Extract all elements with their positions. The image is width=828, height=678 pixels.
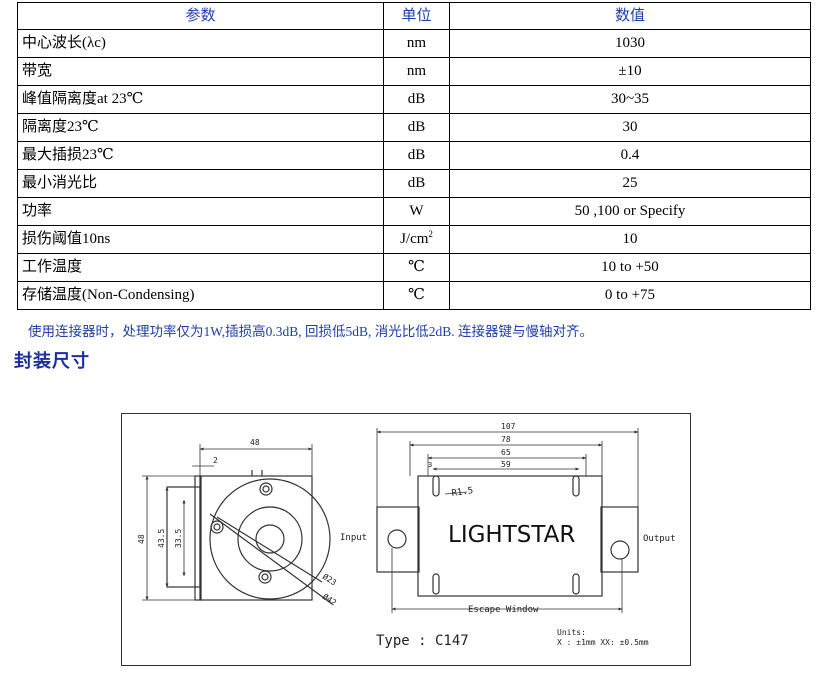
- table-row: 最大插损23℃ dB 0.4: [17, 141, 811, 170]
- package-drawing: 48 2 48 43.5 33.5 Ø23 Ø42: [121, 413, 691, 666]
- unit-cell: nm: [383, 29, 450, 58]
- param-cell: 隔离度23℃: [17, 113, 384, 142]
- output-tab: [600, 506, 639, 573]
- dim-total-label: 107: [501, 422, 516, 431]
- dim-inner-height-label: 43.5: [157, 529, 166, 548]
- screw-hole-inner: [261, 573, 269, 581]
- table-row: 最小消光比 dB 25: [17, 169, 811, 198]
- table-header-row: 参数 单位 数值: [17, 2, 811, 30]
- table-row: 隔离度23℃ dB 30: [17, 113, 811, 142]
- dim-inner-label: 65: [501, 448, 511, 457]
- output-label: Output: [643, 534, 676, 544]
- value-cell: ±10: [449, 57, 811, 86]
- screw-hole: [258, 570, 272, 584]
- connector-note: 使用连接器时，处理功率仅为1W,插损高0.3dB, 回损低5dB, 消光比低2d…: [28, 324, 594, 339]
- unit-cell: W: [383, 197, 450, 226]
- top-view: [376, 475, 639, 597]
- unit-cell: nm: [383, 57, 450, 86]
- param-cell: 最大插损23℃: [17, 141, 384, 170]
- unit-cell: dB: [383, 113, 450, 142]
- screw-hole-inner: [213, 523, 221, 531]
- dim-inner-height2-label: 33.5: [174, 529, 183, 548]
- slot-top-left: [432, 475, 440, 497]
- radius-label: R1.5: [451, 486, 474, 499]
- diameter-large-label: Ø42: [321, 591, 339, 607]
- input-label: Input: [340, 533, 367, 543]
- diameter-small-label: Ø23: [321, 571, 339, 587]
- side-view-dimensions: [142, 444, 313, 601]
- param-cell: 工作温度: [17, 253, 384, 282]
- value-cell: 30~35: [449, 85, 811, 114]
- unit-cell: J/cm2: [383, 225, 450, 254]
- param-cell: 峰值隔离度at 23℃: [17, 85, 384, 114]
- radius-leader: [444, 491, 468, 495]
- header-unit: 单位: [383, 2, 450, 30]
- screw-hole: [259, 482, 273, 496]
- drawing-svg: 48 2 48 43.5 33.5 Ø23 Ø42: [137, 422, 676, 649]
- dim-width-label: 48: [250, 438, 260, 447]
- value-cell: 50 ,100 or Specify: [449, 197, 811, 226]
- unit-cell: dB: [383, 85, 450, 114]
- table-row: 带宽 nm ±10: [17, 57, 811, 86]
- leader-line-large: [209, 513, 333, 605]
- dim-slots-label: 59: [501, 460, 511, 469]
- input-port: [387, 529, 407, 549]
- screw-hole-inner: [262, 485, 270, 493]
- param-cell: 中心波长(λc): [17, 29, 384, 58]
- window-label: Escape Window: [468, 605, 539, 615]
- brand-label: LIGHTSTAR: [448, 522, 575, 548]
- table-row: 中心波长(λc) nm 1030: [17, 29, 811, 58]
- value-cell: 10 to +50: [449, 253, 811, 282]
- unit-cell: ℃: [383, 281, 450, 310]
- dim-body-label: 78: [501, 435, 511, 444]
- type-label: Type : C147: [376, 633, 469, 649]
- top-view-dimensions: [376, 428, 639, 613]
- units-title: Units:: [557, 628, 586, 637]
- section-title: 封装尺寸: [14, 351, 90, 372]
- param-cell: 最小消光比: [17, 169, 384, 198]
- param-cell: 功率: [17, 197, 384, 226]
- dim-height-label: 48: [137, 534, 146, 544]
- top-view-body: [417, 475, 603, 597]
- value-cell: 10: [449, 225, 811, 254]
- unit-cell: ℃: [383, 253, 450, 282]
- center-bore: [255, 524, 285, 554]
- unit-cell: dB: [383, 169, 450, 198]
- outer-ring: [209, 478, 331, 600]
- output-port: [610, 540, 630, 560]
- value-cell: 25: [449, 169, 811, 198]
- param-cell: 存储温度(Non-Condensing): [17, 281, 384, 310]
- leader-line-small: [216, 516, 323, 583]
- value-cell: 0.4: [449, 141, 811, 170]
- unit-cell: dB: [383, 141, 450, 170]
- table-row: 损伤阈值10ns J/cm2 10: [17, 225, 811, 254]
- inner-ring: [237, 506, 303, 572]
- table-row: 工作温度 ℃ 10 to +50: [17, 253, 811, 282]
- dim-offset-label: 3: [428, 461, 432, 469]
- unit-text: J/cm: [400, 231, 429, 247]
- dim-offset-label: 2: [213, 456, 218, 465]
- side-view: [166, 470, 333, 605]
- header-param: 参数: [17, 2, 384, 30]
- table-row: 峰值隔离度at 23℃ dB 30~35: [17, 85, 811, 114]
- table-row: 功率 W 50 ,100 or Specify: [17, 197, 811, 226]
- slot-bottom-left: [432, 573, 440, 595]
- table-row: 存储温度(Non-Condensing) ℃ 0 to +75: [17, 281, 811, 310]
- value-cell: 30: [449, 113, 811, 142]
- slot-bottom-right: [572, 573, 580, 595]
- param-cell: 带宽: [17, 57, 384, 86]
- unit-superscript: 2: [428, 229, 433, 239]
- value-cell: 0 to +75: [449, 281, 811, 310]
- spec-table: 参数 单位 数值 中心波长(λc) nm 1030 带宽 nm ±10 峰值隔离…: [17, 2, 811, 310]
- header-value: 数值: [449, 2, 811, 30]
- param-cell: 损伤阈值10ns: [17, 225, 384, 254]
- screw-hole: [210, 520, 224, 534]
- slot-top-right: [572, 475, 580, 497]
- units-detail: X : ±1mm XX: ±0.5mm: [557, 638, 649, 647]
- value-cell: 1030: [449, 29, 811, 58]
- input-tab: [376, 506, 420, 573]
